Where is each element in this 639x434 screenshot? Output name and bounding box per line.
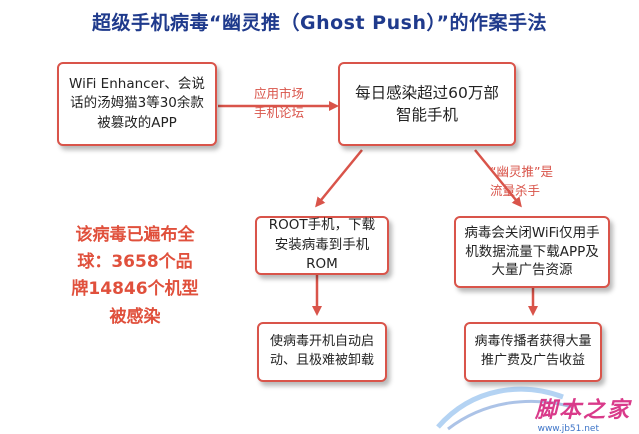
label-traffic-killer-text: 流量杀手: [490, 183, 541, 199]
box-root-phone-text: ROOT手机，下载安装病毒到手机ROM: [268, 217, 376, 273]
box-wifi-disabled-text: 病毒会关闭WiFi仅用手机数据流量下载APP及大量广告资源: [464, 224, 600, 279]
arrow-daily-to-root: [315, 149, 363, 208]
box-profit-text: 病毒传播者获得大量推广费及广告收益: [474, 334, 592, 368]
box-infected-apps-text: WiFi Enhancer、会说话的汤姆猫3等30余款被篡改的APP: [69, 75, 205, 131]
infection-scale-note: 该病毒已遍布全球：3658个品牌14846个机型被感染: [71, 225, 199, 327]
box-root-phone: ROOT手机，下载安装病毒到手机ROM: [255, 216, 389, 275]
label-phone-forum: 手机论坛: [253, 105, 304, 121]
box-infected-apps: WiFi Enhancer、会说话的汤姆猫3等30余款被篡改的APP: [57, 62, 217, 146]
box-daily-infection-text: 每日感染超过60万部智能手机: [355, 83, 499, 124]
diagram-title: 超级手机病毒“幽灵推（Ghost Push）”的作案手法: [92, 12, 547, 34]
site-logo: [436, 386, 574, 431]
label-app-market: 应用市场: [253, 86, 304, 101]
box-autostart: 使病毒开机自动启动、且极难被卸载: [257, 322, 387, 382]
label-distribution-channels: 应用市场 手机论坛: [226, 84, 332, 123]
arrow-daily-to-wifi: [474, 149, 522, 208]
box-profit: 病毒传播者获得大量推广费及广告收益: [464, 322, 602, 382]
watermark-text: 脚本之家: [534, 397, 631, 423]
watermark-url: www.jb51.net: [537, 424, 599, 434]
box-wifi-disabled: 病毒会关闭WiFi仅用手机数据流量下载APP及大量广告资源: [454, 216, 610, 288]
label-ghost-push-is: “幽灵推”是: [490, 164, 553, 179]
box-autostart-text: 使病毒开机自动启动、且极难被卸载: [269, 334, 374, 368]
label-traffic-killer: “幽灵推”是 流量杀手: [490, 162, 586, 201]
box-daily-infection: 每日感染超过60万部智能手机: [338, 62, 516, 146]
